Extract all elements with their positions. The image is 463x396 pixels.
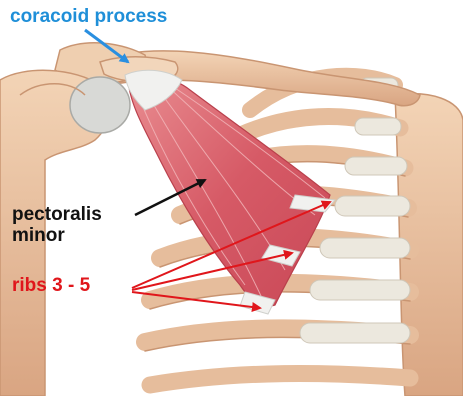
ribs-label: ribs 3 - 5	[12, 275, 90, 297]
pectoralis-minor-label-line2: minor	[12, 226, 65, 246]
pectoralis-minor-label-line1: pectoralis	[12, 205, 102, 225]
coracoid-process-label: coracoid process	[10, 6, 167, 28]
